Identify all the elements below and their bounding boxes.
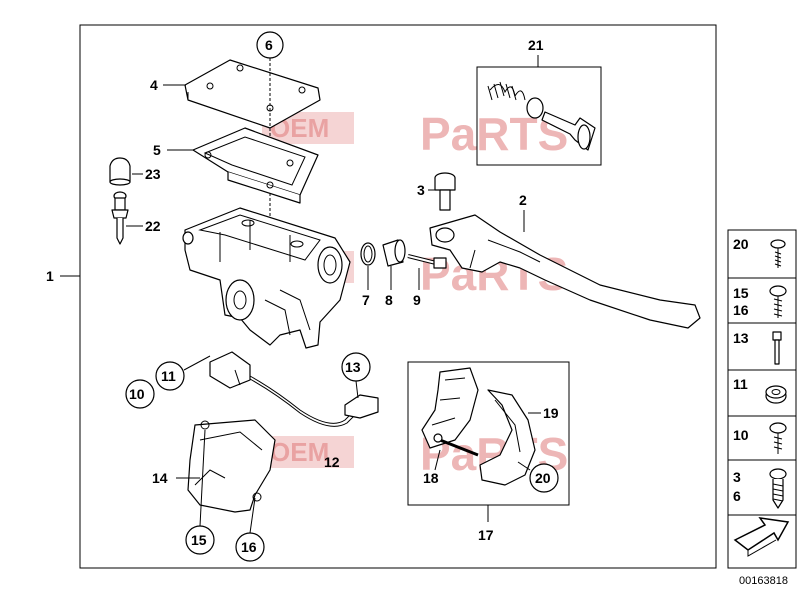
part-19-cover bbox=[479, 389, 536, 486]
part-23-cap bbox=[109, 157, 131, 186]
legend-panel: 20 15 16 13 11 10 3 bbox=[727, 229, 797, 569]
part-21-box bbox=[476, 66, 602, 166]
part-2-brake-lever bbox=[429, 214, 701, 329]
callout-4: 4 bbox=[150, 77, 158, 93]
callout-14: 14 bbox=[152, 470, 168, 486]
svg-text:OEM: OEM bbox=[270, 437, 329, 467]
legend-label-3: 3 bbox=[733, 469, 741, 485]
part-7-circlip bbox=[360, 242, 376, 266]
callout-18: 18 bbox=[423, 470, 439, 486]
part-21-spring-piston bbox=[487, 81, 596, 151]
main-frame bbox=[79, 24, 717, 569]
callout-12: 12 bbox=[324, 454, 340, 470]
callout-6: 6 bbox=[265, 37, 273, 53]
screw-icon bbox=[769, 285, 787, 318]
callout-9: 9 bbox=[413, 292, 421, 308]
callout-11: 11 bbox=[161, 368, 176, 384]
bolt-icon bbox=[772, 331, 782, 365]
part-18-bracket bbox=[421, 367, 479, 457]
screw-icon bbox=[770, 239, 786, 268]
reference-number: 00163818 bbox=[739, 575, 788, 587]
legend-label-13: 13 bbox=[733, 330, 749, 346]
callout-22: 22 bbox=[145, 218, 161, 234]
callout-1: 1 bbox=[46, 268, 54, 284]
callout-10: 10 bbox=[129, 386, 145, 402]
screw-icon bbox=[769, 422, 787, 454]
legend-label-6: 6 bbox=[733, 488, 741, 504]
legend-label-15: 15 bbox=[733, 285, 749, 301]
callout-7: 7 bbox=[362, 292, 370, 308]
callout-15: 15 bbox=[191, 532, 207, 548]
callout-19: 19 bbox=[543, 405, 559, 421]
part-3-pivot-bolt bbox=[434, 172, 456, 211]
callout-16: 16 bbox=[241, 539, 257, 555]
callout-2: 2 bbox=[519, 192, 527, 208]
callout-5: 5 bbox=[153, 142, 161, 158]
part-5-diaphragm bbox=[192, 127, 319, 204]
legend-label-20: 20 bbox=[733, 236, 749, 252]
legend-label-16: 16 bbox=[733, 302, 749, 318]
legend-label-10: 10 bbox=[733, 427, 749, 443]
callout-23: 23 bbox=[145, 166, 161, 182]
callout-13: 13 bbox=[345, 359, 361, 375]
part-9-pushrod bbox=[407, 254, 447, 269]
part-22-bleed-screw bbox=[111, 191, 129, 245]
screw-icon bbox=[769, 468, 787, 509]
callout-17: 17 bbox=[478, 527, 494, 543]
callout-3: 3 bbox=[417, 182, 425, 198]
part-14-cover bbox=[187, 419, 276, 513]
legend-label-11: 11 bbox=[733, 376, 748, 392]
nut-icon bbox=[765, 385, 787, 404]
master-cylinder-body bbox=[182, 207, 351, 349]
part-8-boot bbox=[382, 239, 406, 267]
arrow-icon bbox=[733, 517, 790, 557]
callout-21: 21 bbox=[528, 37, 544, 53]
callout-8: 8 bbox=[385, 292, 393, 308]
callout-20: 20 bbox=[535, 470, 551, 486]
part-12-brake-light-switch bbox=[209, 351, 379, 427]
